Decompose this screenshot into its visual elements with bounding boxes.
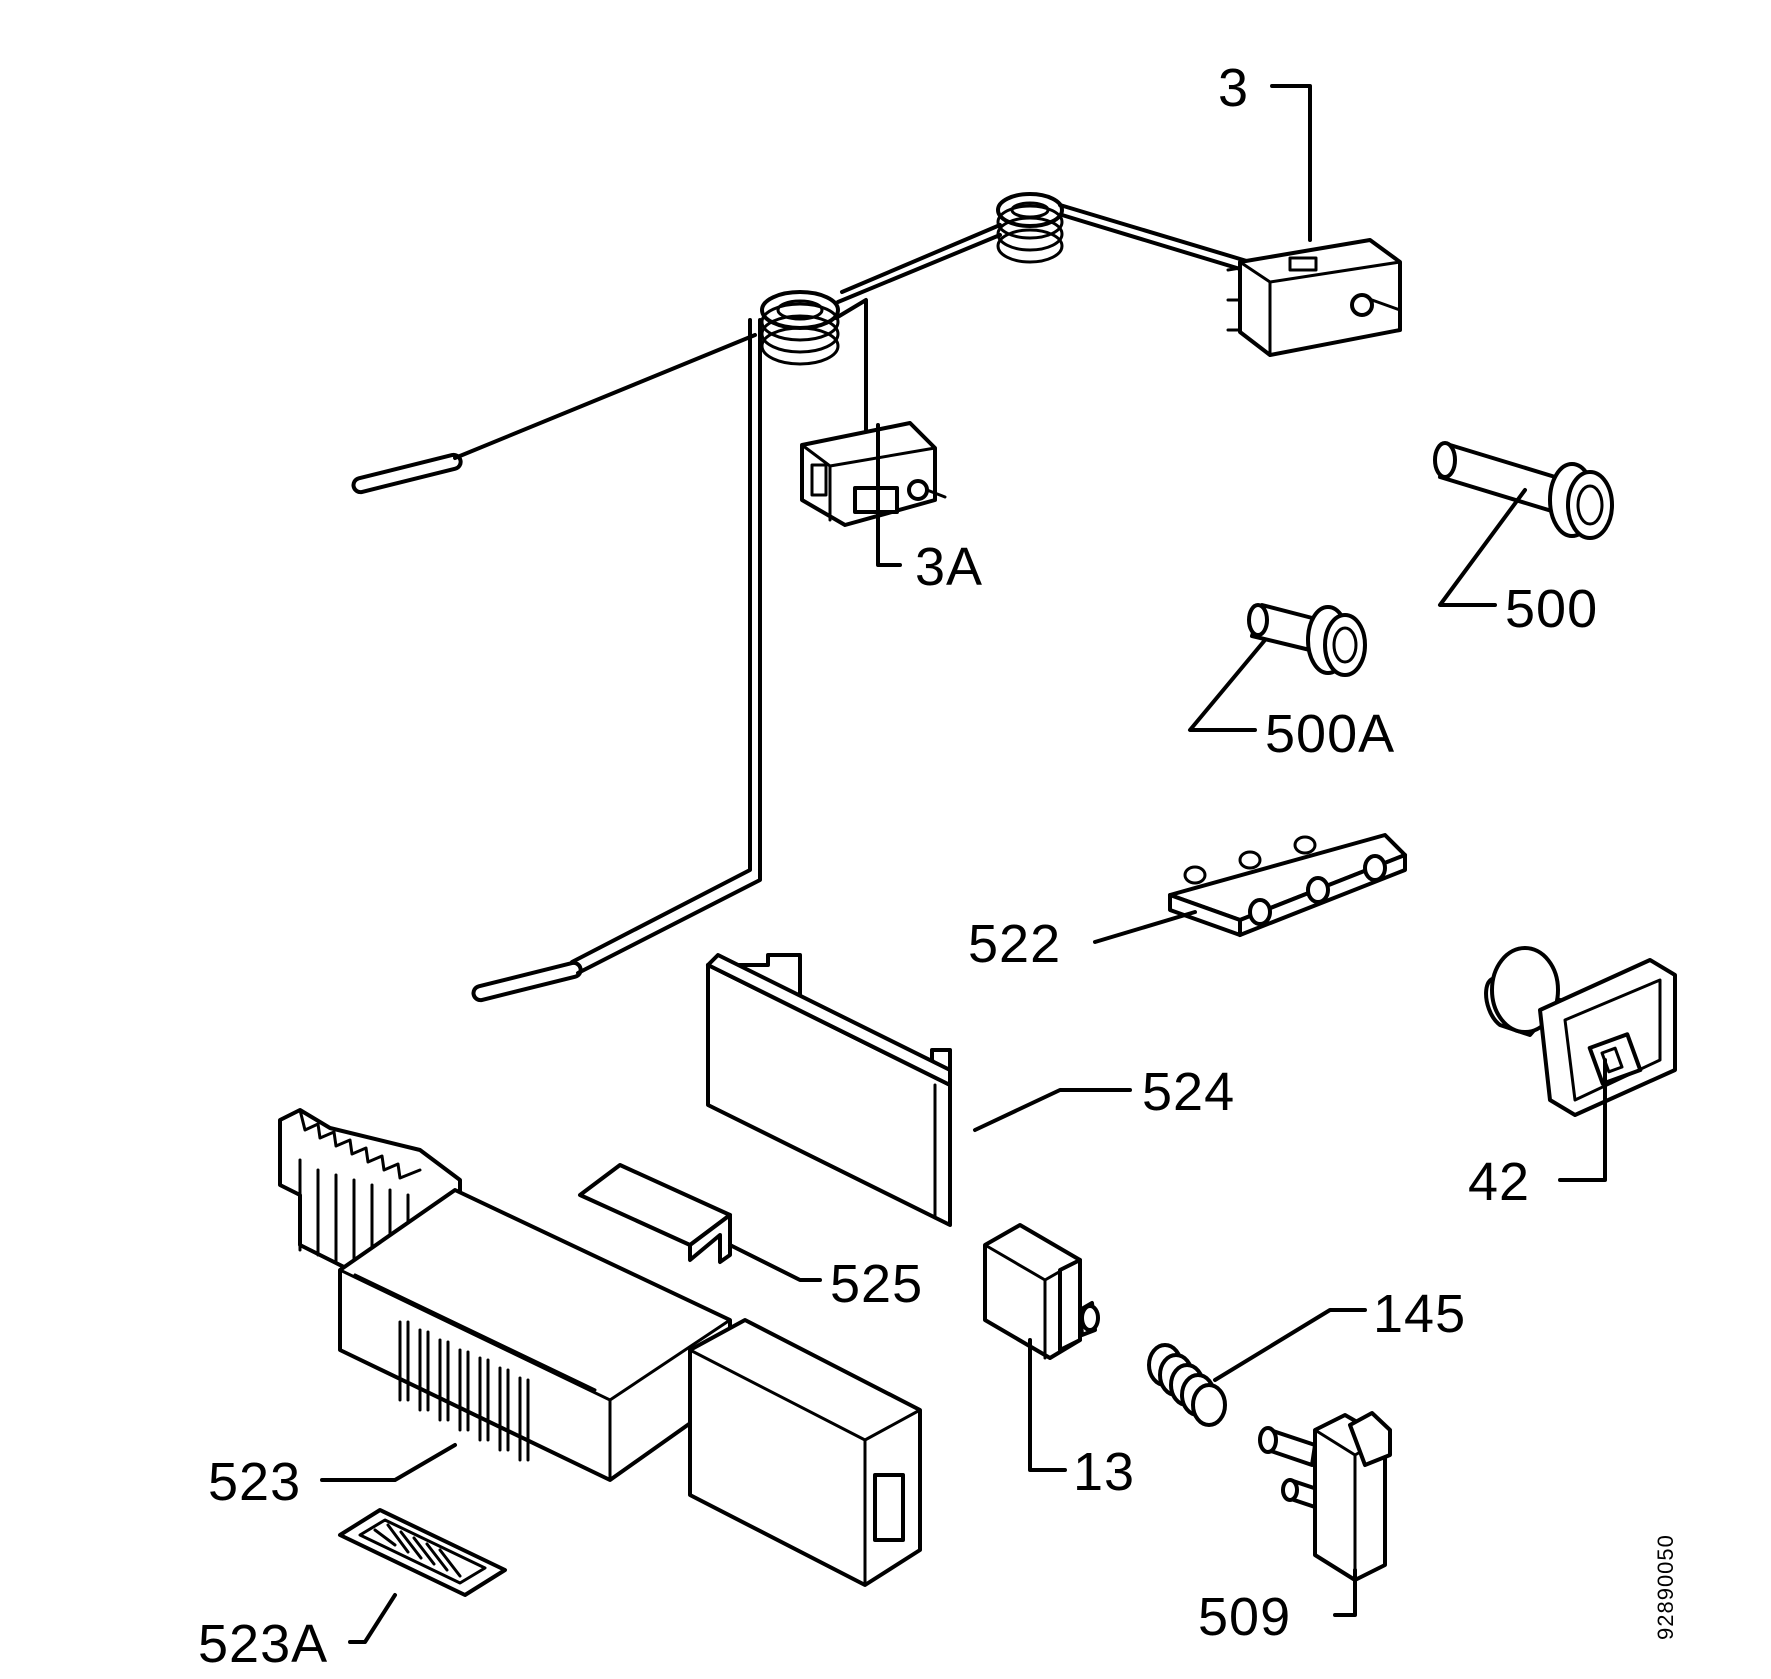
thermostat-3a [800,421,947,527]
thermostat-3 [1226,238,1402,357]
callout-500a: 500A [1265,704,1395,764]
callout-13: 13 [1073,1442,1135,1502]
callout-42: 42 [1468,1152,1530,1212]
bracket-522 [1168,833,1407,937]
callout-145: 145 [1373,1284,1466,1344]
cover-524 [706,953,952,1227]
callout-524: 524 [1142,1062,1235,1122]
housing-523 [278,1108,922,1587]
switch-button-13 [983,1223,1100,1360]
callout-3a: 3A [915,537,983,597]
callout-500: 500 [1505,579,1598,639]
spring-145 [1147,1343,1227,1427]
knob-500a [1247,603,1367,677]
lamp-holder-42 [1484,946,1677,1117]
callout-523a: 523A [198,1614,328,1674]
drawing-code: 92890050 [1653,1534,1678,1640]
callout-labels: 3 3A 500 500A 522 42 524 525 145 13 523 … [198,58,1598,1674]
capillary-tube-assembly [351,192,1252,1003]
callout-509: 509 [1198,1587,1291,1647]
knob-500 [1433,441,1614,540]
leader-lines [320,84,1607,1644]
callout-522: 522 [968,914,1061,974]
callout-525: 525 [830,1254,923,1314]
callout-3: 3 [1218,58,1249,118]
filter-523a [338,1508,507,1597]
switch-509 [1258,1411,1392,1582]
callout-523: 523 [208,1452,301,1512]
clip-525 [578,1163,732,1264]
